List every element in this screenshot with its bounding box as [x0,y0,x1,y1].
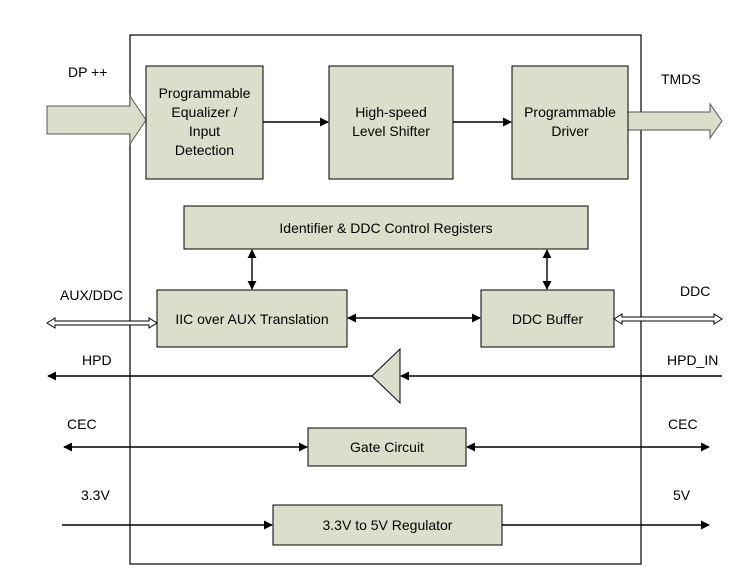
aux-ddc-label: AUX/DDC [60,287,123,303]
driver-block [511,65,629,180]
driver-label-line-1: Programmable [524,104,616,120]
registers-block [183,205,589,250]
registers-label: Identifier & DDC Control Registers [279,220,492,236]
iic-aux-block [156,289,348,348]
cec-right-label: CEC [668,416,698,432]
gate-circuit-block [307,427,467,467]
iic-aux-label: IIC over AUX Translation [175,311,328,327]
level-shifter-label-line-2: Level Shifter [352,123,430,139]
gate-circuit-label: Gate Circuit [350,439,424,455]
regulator-label: 3.3V to 5V Regulator [323,517,453,533]
ddc-bus-arrow [613,313,723,325]
level-shifter-label-line-1: High-speed [355,104,427,120]
cec-left-label: CEC [67,416,97,432]
ddc-buffer-block [480,289,615,348]
ddc-label: DDC [680,283,710,299]
equalizer-label-line-4: Detection [175,142,234,158]
dp-input-arrow [46,94,147,146]
level-shifter-block [328,65,454,180]
ddc-buffer-label: DDC Buffer [512,311,584,327]
tmds-output-arrow [626,102,723,140]
v33-label: 3.3V [81,487,110,503]
tmds-label: TMDS [661,71,701,87]
equalizer-block [145,65,264,180]
hpd-label: HPD [82,352,112,368]
dp-label: DP ++ [68,64,107,80]
driver-label-line-2: Driver [551,123,589,139]
equalizer-label-line-3: Input [189,123,220,139]
equalizer-label-line-2: Equalizer / [171,104,237,120]
v5-label: 5V [673,487,691,503]
hpd-buffer-triangle [371,347,401,405]
equalizer-label-line-1: Programmable [159,85,251,101]
hpd-in-label: HPD_IN [667,352,718,368]
chip-outline [129,34,642,565]
aux-ddc-bus-arrow [46,317,158,329]
